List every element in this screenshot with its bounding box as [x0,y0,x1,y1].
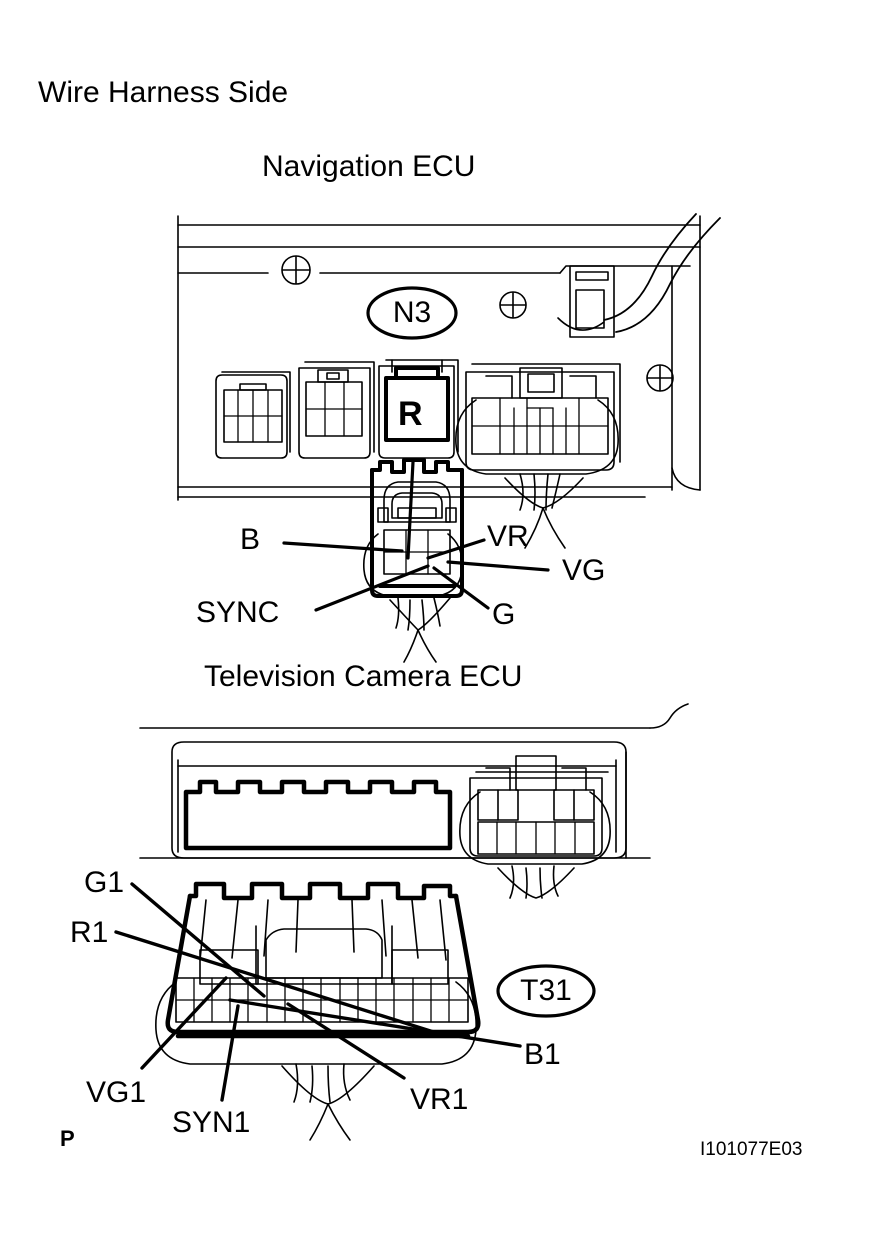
screw-icon-upper-left [281,255,311,285]
callout-label-vr1: VR1 [410,1083,469,1116]
callout-label-b: B [240,523,261,556]
callout-label-b1: B1 [524,1038,561,1071]
heading-navigation-ecu: Navigation ECU [262,150,476,183]
callout-label-g1: G1 [84,866,125,899]
ecu-socket-4-large [455,363,621,549]
connector-badge-t31: T31 [496,964,596,1018]
ecu-socket-1 [215,371,291,459]
figure-code: I101077E03 [700,1139,803,1160]
callout-label-vr: VR [487,520,529,553]
ecu-slot-connector [183,779,453,851]
connector-small-square [557,265,615,338]
connector-badge-n3: N3 [366,286,458,340]
harness-cable-upper [603,213,721,333]
callout-label-vg: VG [562,554,606,587]
callout-label-g: G [492,598,516,631]
callout-label-vg1: VG1 [86,1076,147,1109]
page-marker: P [60,1126,75,1151]
leader-lines-navigation [282,460,550,612]
ellipse-outline-t31 [496,964,596,1018]
ecu-socket-lower-right [459,755,611,899]
callout-label-sync: SYNC [196,596,280,629]
navigation-plug-connector [362,458,464,663]
screw-icon-upper-mid [499,291,527,319]
screw-icon-upper-right [646,364,674,392]
callout-label-syn1: SYN1 [172,1106,251,1139]
badge-label-t31: T31 [520,974,572,1007]
heading-television-camera-ecu: Television Camera ECU [204,660,523,693]
badge-label-n3: N3 [392,296,432,329]
pin-marker-r: R [398,395,423,433]
page-title: Wire Harness Side [38,76,289,109]
television-camera-ecu-housing [139,703,689,859]
callout-label-r1: R1 [70,916,109,949]
leader-lines-t31 [114,882,522,1102]
ecu-socket-2 [298,361,375,459]
ellipse-outline-n3 [366,286,458,340]
navigation-ecu-housing [177,215,701,501]
